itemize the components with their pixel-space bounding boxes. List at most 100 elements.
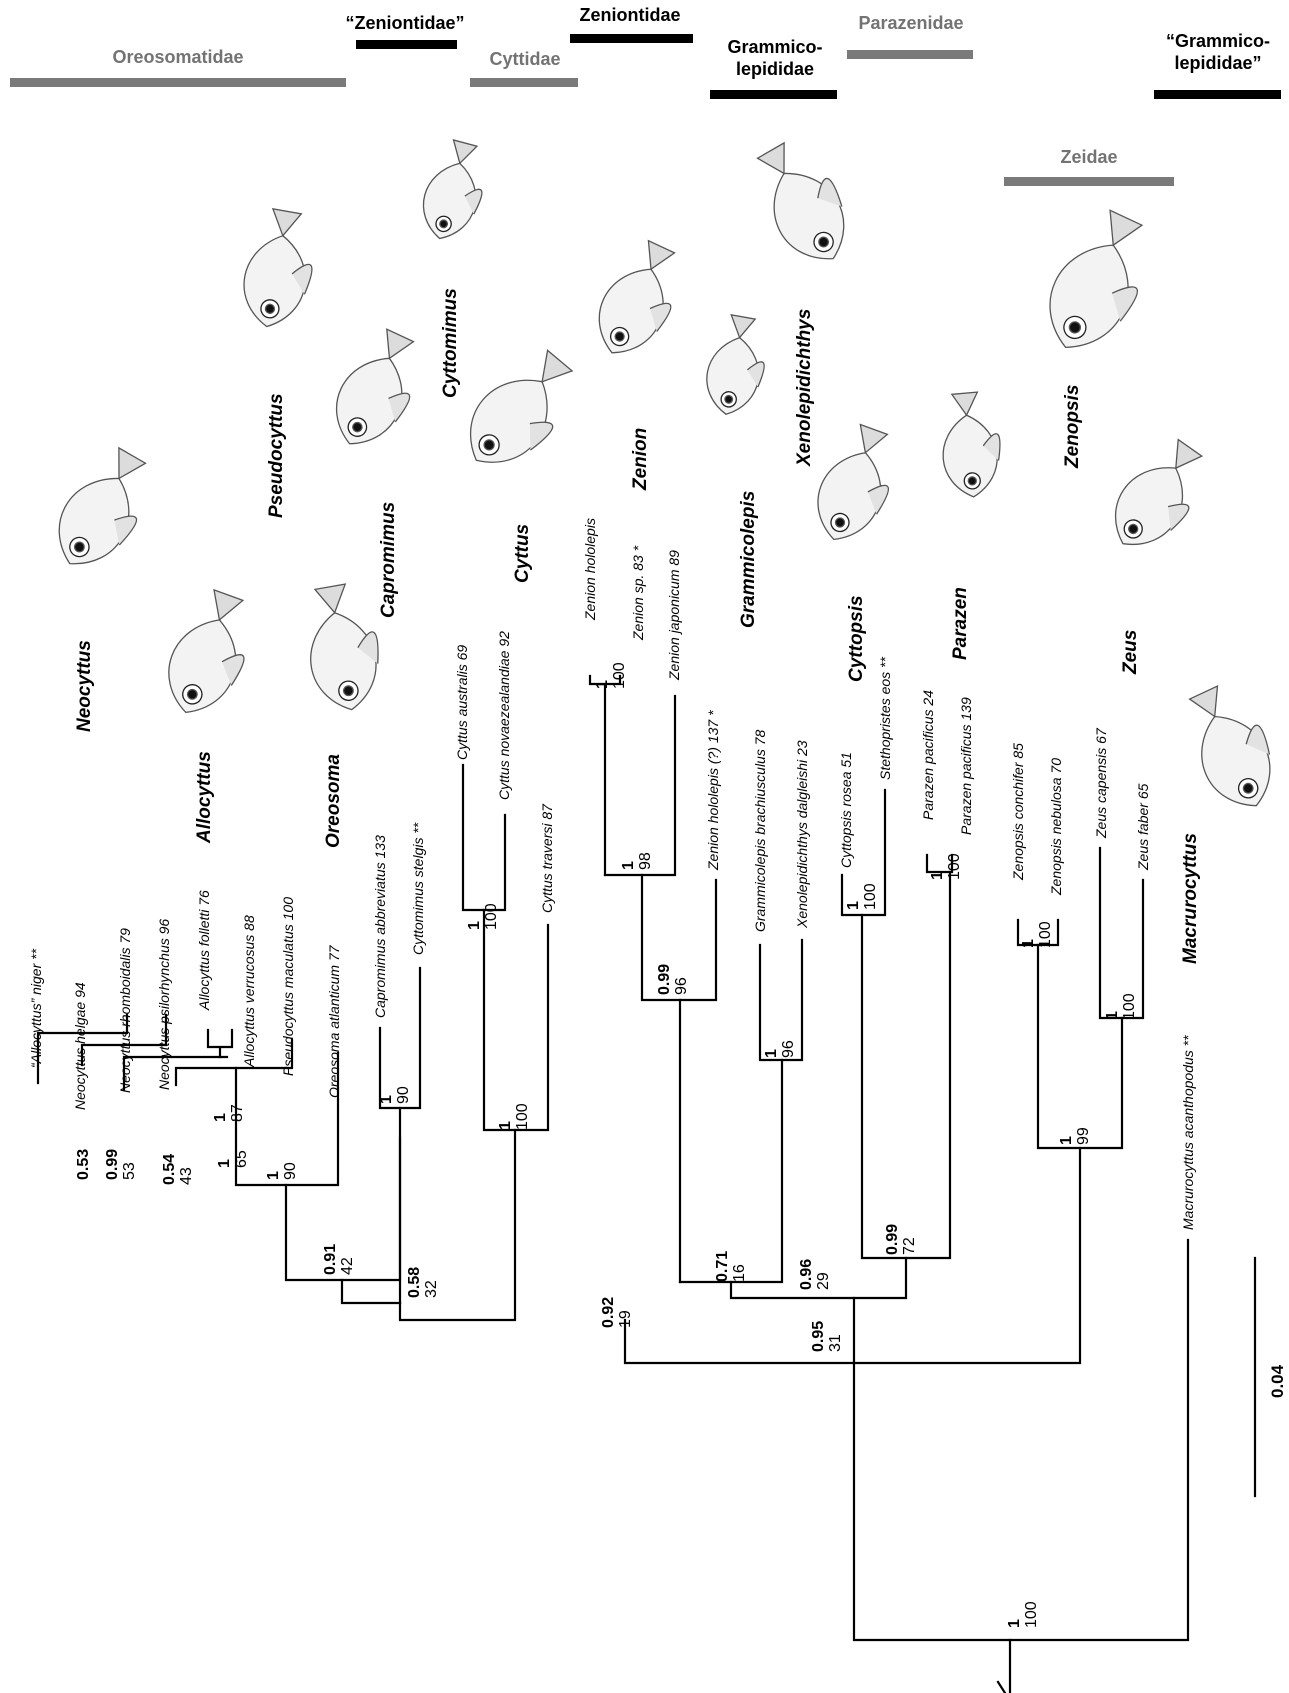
tip-label: Xenolepidichthys dalgleishi 23 [794, 740, 810, 928]
tip-label: “Allocyttus” niger ** [28, 948, 44, 1068]
tip-label: Allocyttus verrucosus 88 [241, 915, 257, 1067]
genus-label-cyttomimus: Cyttomimus [440, 288, 461, 398]
family-label-oreosomatidae: Oreosomatidae [112, 47, 244, 67]
family-label-grammicolepididae: Grammico- lepididae [727, 37, 823, 79]
tip-label: Pseudocyttus maculatus 100 [280, 897, 296, 1076]
genus-label-parazen: Parazen [950, 587, 971, 660]
family-label-zeidae: Zeidae [1060, 147, 1118, 167]
tip-label: Cyttus traversi 87 [539, 804, 555, 913]
bootstrap-value: 96 [780, 1040, 797, 1058]
genus-label-oreosoma: Oreosoma [323, 754, 344, 848]
bootstrap-value: 43 [178, 1167, 195, 1185]
tip-label: Stethopristes eos ** [877, 657, 893, 780]
family-bar-zeidae [1004, 177, 1174, 186]
fish-illustration [335, 328, 415, 445]
family-bar-parazenidae [847, 50, 973, 59]
bootstrap-value: 100 [1121, 993, 1138, 1020]
fish-illustration [1188, 685, 1271, 807]
tip-label: Zeus capensis 67 [1093, 728, 1109, 838]
posterior-probability: 0.99 [656, 963, 673, 995]
genus-label-pseudocyttus: Pseudocyttus [266, 393, 287, 518]
fish-illustration [756, 141, 845, 260]
fish-illustration [422, 139, 483, 240]
fish-illustration [1114, 438, 1204, 546]
genus-label-zeus: Zeus [1120, 629, 1141, 674]
tip-label: Grammicolepis brachiusculus 78 [752, 729, 768, 932]
bootstrap-value: 19 [617, 1310, 634, 1328]
genus-label-zenopsis: Zenopsis [1062, 384, 1083, 468]
tip-label: Zenopsis nebulosa 70 [1048, 758, 1064, 895]
bootstrap-value: 100 [946, 853, 963, 880]
node-support: 0.53 [75, 1149, 92, 1180]
posterior-probability: 1 [1104, 1011, 1121, 1020]
tip-label: Zeus faber 65 [1135, 783, 1151, 870]
genus-label-capromimus: Capromimus [378, 501, 399, 618]
bootstrap-value: 42 [339, 1257, 356, 1275]
posterior-probability: 0.53 [75, 1148, 92, 1180]
posterior-probability: 1 [620, 861, 637, 870]
fish-illustration [1049, 209, 1144, 348]
genus-label-cyttus: Cyttus [512, 523, 533, 583]
tip-label: Neocyttus rhomboidalis 79 [117, 928, 133, 1093]
tip-label: Cyttopsis rosea 51 [838, 752, 854, 868]
posterior-probability: 1 [466, 921, 483, 930]
tip-label: Cyttus novaezealandiae 92 [496, 631, 512, 800]
bootstrap-value: 90 [282, 1162, 299, 1180]
fish-illustration [243, 207, 313, 328]
bootstrap-value: 100 [514, 1103, 531, 1130]
family-label-zeniontidae: Zeniontidae [579, 5, 681, 25]
posterior-probability: 0.71 [714, 1250, 731, 1282]
posterior-probability: 0.54 [161, 1153, 178, 1185]
genus-label-cyttopsis: Cyttopsis [846, 595, 867, 682]
bootstrap-value: 53 [121, 1162, 138, 1180]
posterior-probability: 1 [1006, 1619, 1023, 1628]
posterior-probability: 1 [378, 1095, 395, 1104]
bootstrap-value: 96 [673, 977, 690, 995]
bootstrap-value: 87 [229, 1104, 246, 1122]
genus-label-allocyttus: Allocyttus [194, 751, 215, 843]
posterior-probability: 0.95 [810, 1320, 827, 1352]
family-bar-grammicolepididae-quoted [1154, 90, 1281, 99]
tip-label: Allocyttus folletti 76 [196, 890, 212, 1010]
tip-label: Zenion hololepis [582, 518, 598, 620]
posterior-probability: 1 [212, 1113, 229, 1122]
posterior-probability: 1 [763, 1049, 780, 1058]
tip-label: Oreosoma atlanticum 77 [326, 945, 342, 1098]
bootstrap-value: 99 [1075, 1127, 1092, 1145]
family-bar-grammicolepididae [710, 90, 837, 99]
family-bar-oreosomatidae [10, 78, 346, 87]
scale-bar-label: 0.04 [1268, 1364, 1287, 1398]
family-label-zeniontidae-quoted: “Zeniontidae” [345, 13, 465, 33]
bootstrap-value: 72 [901, 1237, 918, 1255]
tip-label: Neocyttus psilorhynchus 96 [156, 918, 172, 1090]
fish-illustration [817, 423, 890, 541]
bootstrap-value: 100 [862, 883, 879, 910]
tip-label: Zenopsis conchifer 85 [1010, 743, 1026, 880]
posterior-probability: 0.96 [798, 1258, 815, 1290]
posterior-probability: 0.58 [406, 1266, 423, 1298]
posterior-probability: 0.92 [600, 1296, 617, 1328]
bootstrap-value: 16 [731, 1264, 748, 1282]
bootstrap-value: 31 [827, 1334, 844, 1352]
fish-illustration [58, 446, 147, 565]
bootstrap-value: 100 [483, 903, 500, 930]
bootstrap-value: 100 [1037, 921, 1054, 948]
tip-label: Cyttus australis 69 [454, 644, 470, 760]
tip-label: Zenion sp. 83 * [630, 545, 646, 640]
bootstrap-value: 100 [611, 662, 628, 689]
